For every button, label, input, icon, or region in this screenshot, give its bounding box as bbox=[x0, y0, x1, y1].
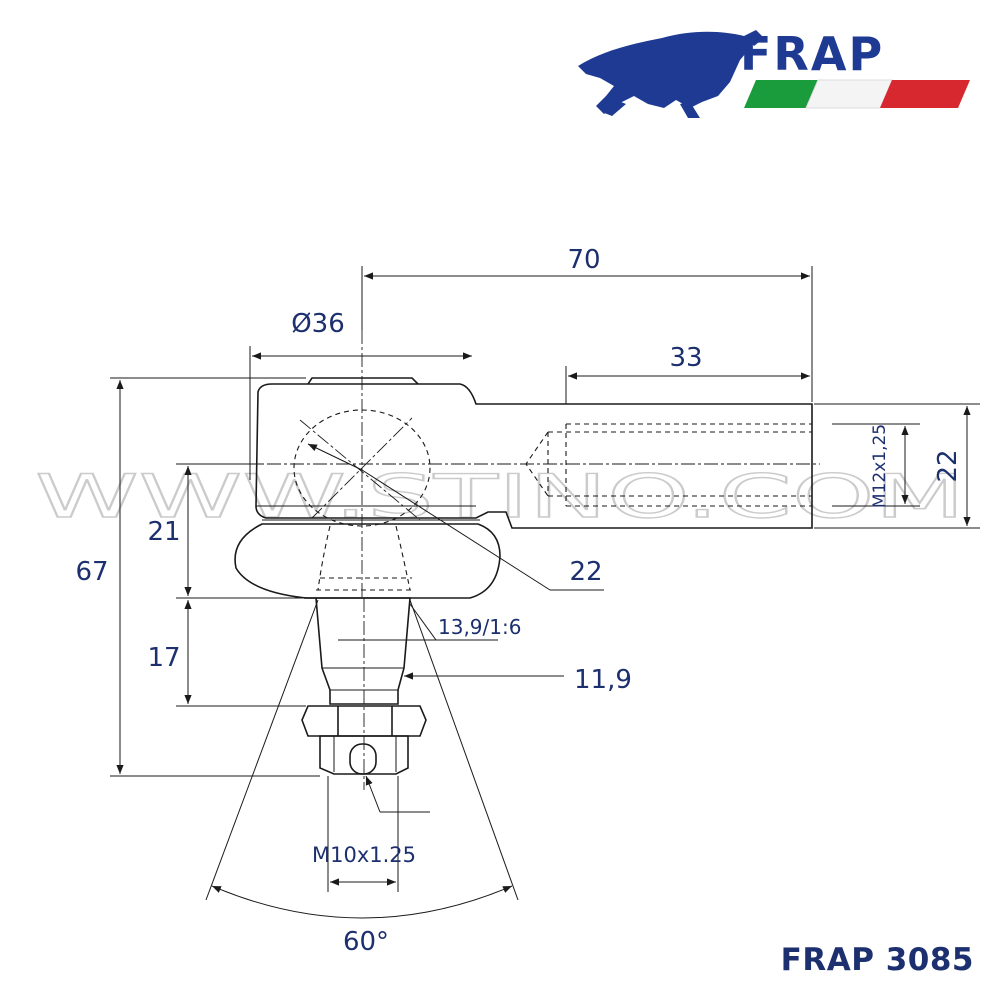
bull-icon bbox=[578, 31, 752, 114]
rubber-boot bbox=[234, 523, 501, 599]
brand-logo: FRAP bbox=[578, 27, 970, 118]
castle-nut-top bbox=[319, 735, 409, 775]
logo-text: FRAP bbox=[740, 27, 884, 81]
hex-nut bbox=[301, 705, 427, 737]
dim-swivel-angle: 60° bbox=[343, 927, 389, 957]
italian-flag-stripe bbox=[744, 79, 970, 109]
dim-taper-diameter: 11,9 bbox=[574, 665, 632, 695]
centerlines bbox=[244, 330, 820, 790]
dim-stud-thread: M10x1.25 bbox=[312, 843, 416, 867]
dim-overall-height: 67 bbox=[75, 557, 108, 587]
dim-thread-depth: 33 bbox=[669, 343, 702, 373]
dim-stud-height: 17 bbox=[147, 643, 180, 673]
dim-taper: 13,9/1:6 bbox=[438, 615, 521, 639]
part-code: FRAP 3085 bbox=[780, 942, 974, 978]
dim-overall-length: 70 bbox=[567, 245, 600, 275]
tapered-stud bbox=[304, 597, 411, 705]
dim-internal-thread: M12x1,25 bbox=[870, 424, 890, 508]
housing-body bbox=[255, 383, 813, 529]
dim-ball-height: 21 bbox=[147, 517, 180, 547]
tie-rod-end-outline bbox=[234, 377, 813, 775]
dim-ball-diameter: Ø36 bbox=[291, 309, 345, 339]
dim-center-offset: 22 bbox=[569, 557, 602, 587]
dimension-labels: 70 Ø36 33 22 M12x1,25 67 21 17 22 13,9/1… bbox=[75, 245, 963, 957]
dim-body-height: 22 bbox=[933, 449, 963, 482]
dimension-lines bbox=[110, 266, 980, 919]
